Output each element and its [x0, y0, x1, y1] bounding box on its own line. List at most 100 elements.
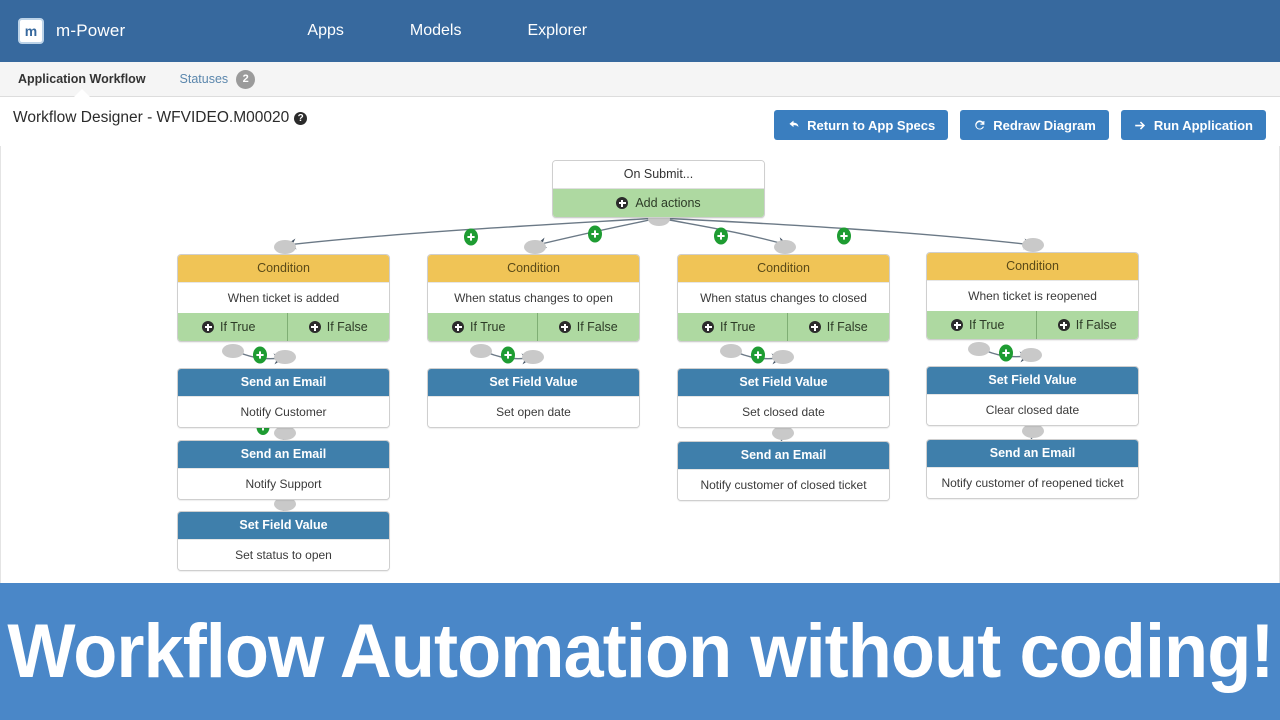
tab-strip: Application Workflow Statuses 2 [0, 62, 1280, 97]
if-true-button[interactable]: If True [178, 313, 280, 341]
node-type-label: Condition [927, 253, 1138, 280]
node-type-label: Send an Email [178, 441, 389, 468]
if-false-label: If False [326, 320, 368, 335]
node-detail: Notify customer of closed ticket [678, 469, 889, 501]
tab-label: Application Workflow [18, 72, 146, 86]
tab-label: Statuses [179, 72, 229, 86]
node-detail: Notify Support [178, 468, 389, 500]
if-false-button[interactable]: If False [786, 313, 890, 342]
node-action-2-1[interactable]: Set Field Value Set open date [427, 368, 640, 429]
node-condition-3[interactable]: Condition When status changes to closed … [677, 254, 890, 343]
add-actions-label: Add actions [635, 196, 701, 210]
node-type-label: Send an Email [678, 442, 889, 469]
nav-link-explorer[interactable]: Explorer [527, 22, 588, 39]
if-false-button[interactable]: If False [1035, 311, 1139, 340]
if-true-label: If True [220, 320, 256, 335]
redraw-diagram-button[interactable]: Redraw Diagram [960, 110, 1109, 140]
page-title: Workflow Designer - WFVIDEO.M00020? [13, 109, 308, 127]
node-type-label: Set Field Value [178, 512, 389, 539]
if-true-label: If True [720, 320, 756, 335]
node-action-4-1[interactable]: Set Field Value Clear closed date [926, 366, 1139, 427]
tab-application-workflow[interactable]: Application Workflow [6, 62, 158, 96]
node-type-label: Condition [178, 255, 389, 282]
node-detail: Set status to open [178, 539, 389, 571]
status-badge: 2 [236, 69, 256, 89]
button-label: Run Application [1153, 117, 1253, 133]
node-type-label: Send an Email [927, 440, 1138, 467]
node-type-label: Set Field Value [428, 369, 639, 396]
node-detail: Set open date [428, 396, 639, 428]
node-type-label: Set Field Value [678, 369, 889, 396]
node-action-1-2[interactable]: Send an Email Notify Support [177, 440, 390, 501]
nav-link-models[interactable]: Models [409, 22, 462, 39]
node-title: On Submit... [553, 161, 764, 189]
node-detail: Notify Customer [178, 396, 389, 428]
tab-statuses[interactable]: Statuses 2 [168, 62, 268, 96]
help-question-icon[interactable]: ? [294, 112, 308, 125]
button-label: Return to App Specs [807, 117, 936, 133]
plus-icon [558, 321, 571, 334]
node-detail: Set closed date [678, 396, 889, 428]
node-condition-4[interactable]: Condition When ticket is reopened If Tru… [926, 252, 1139, 341]
brand-name: m-Power [56, 21, 126, 40]
plus-icon [452, 321, 465, 334]
if-false-button[interactable]: If False [536, 313, 640, 342]
if-false-button[interactable]: If False [286, 313, 390, 342]
add-actions-button[interactable]: Add actions [553, 189, 764, 217]
promo-banner: Workflow Automation without coding! [0, 583, 1280, 720]
run-application-button[interactable]: Run Application [1120, 110, 1266, 140]
plus-icon [951, 319, 964, 332]
node-branch-footer: If True If False [927, 311, 1139, 340]
if-false-label: If False [576, 320, 618, 335]
plus-icon [202, 321, 215, 334]
node-branch-footer: If True If False [178, 313, 390, 342]
return-to-app-specs-button[interactable]: Return to App Specs [774, 110, 949, 140]
diagram-edges [222, 212, 1044, 522]
node-detail: When status changes to open [428, 282, 639, 314]
refresh-icon [975, 119, 985, 130]
node-detail: When ticket is added [178, 282, 389, 314]
if-true-button[interactable]: If True [927, 311, 1029, 339]
plus-icon [702, 321, 715, 334]
if-true-label: If True [470, 320, 506, 335]
if-true-button[interactable]: If True [428, 313, 530, 341]
node-action-4-2[interactable]: Send an Email Notify customer of reopene… [926, 439, 1139, 500]
node-type-label: Condition [428, 255, 639, 282]
if-true-label: If True [969, 318, 1005, 333]
brand[interactable]: m m-Power [18, 18, 125, 44]
plus-icon [616, 197, 629, 209]
m-power-logo-icon: m [18, 18, 44, 44]
workflow-diagram-canvas[interactable]: On Submit... Add actions Condition When … [0, 146, 1280, 583]
node-type-label: Set Field Value [927, 367, 1138, 394]
plus-icon [1057, 319, 1070, 332]
plus-icon [808, 321, 821, 334]
edge-add-badges [253, 225, 1013, 435]
node-action-3-1[interactable]: Set Field Value Set closed date [677, 368, 890, 429]
node-detail: When ticket is reopened [927, 280, 1138, 312]
toolbar-button-row: Return to App Specs Redraw Diagram Run A… [762, 110, 1266, 140]
plus-icon [308, 321, 321, 334]
if-false-label: If False [826, 320, 868, 335]
node-detail: Notify customer of reopened ticket [927, 467, 1138, 499]
undo-arrow-icon [789, 120, 799, 127]
node-branch-footer: If True If False [428, 313, 640, 342]
arrow-right-icon [1135, 120, 1145, 130]
nav-links: Apps Models Explorer [297, 16, 597, 46]
node-type-label: Condition [678, 255, 889, 282]
node-branch-footer: If True If False [678, 313, 890, 342]
button-label: Redraw Diagram [993, 117, 1096, 133]
node-detail: Clear closed date [927, 394, 1138, 426]
if-false-label: If False [1075, 318, 1117, 333]
top-navigation-bar: m m-Power Apps Models Explorer [0, 0, 1280, 62]
node-type-label: Send an Email [178, 369, 389, 396]
node-condition-2[interactable]: Condition When status changes to open If… [427, 254, 640, 343]
nav-link-apps[interactable]: Apps [307, 22, 344, 39]
node-action-3-2[interactable]: Send an Email Notify customer of closed … [677, 441, 890, 502]
node-action-1-3[interactable]: Set Field Value Set status to open [177, 511, 390, 572]
node-action-1-1[interactable]: Send an Email Notify Customer [177, 368, 390, 429]
node-condition-1[interactable]: Condition When ticket is added If True I… [177, 254, 390, 343]
if-true-button[interactable]: If True [678, 313, 780, 341]
page-title-text: Workflow Designer - WFVIDEO.M00020 [13, 109, 290, 126]
node-detail: When status changes to closed [678, 282, 889, 314]
node-on-submit[interactable]: On Submit... Add actions [552, 160, 765, 218]
